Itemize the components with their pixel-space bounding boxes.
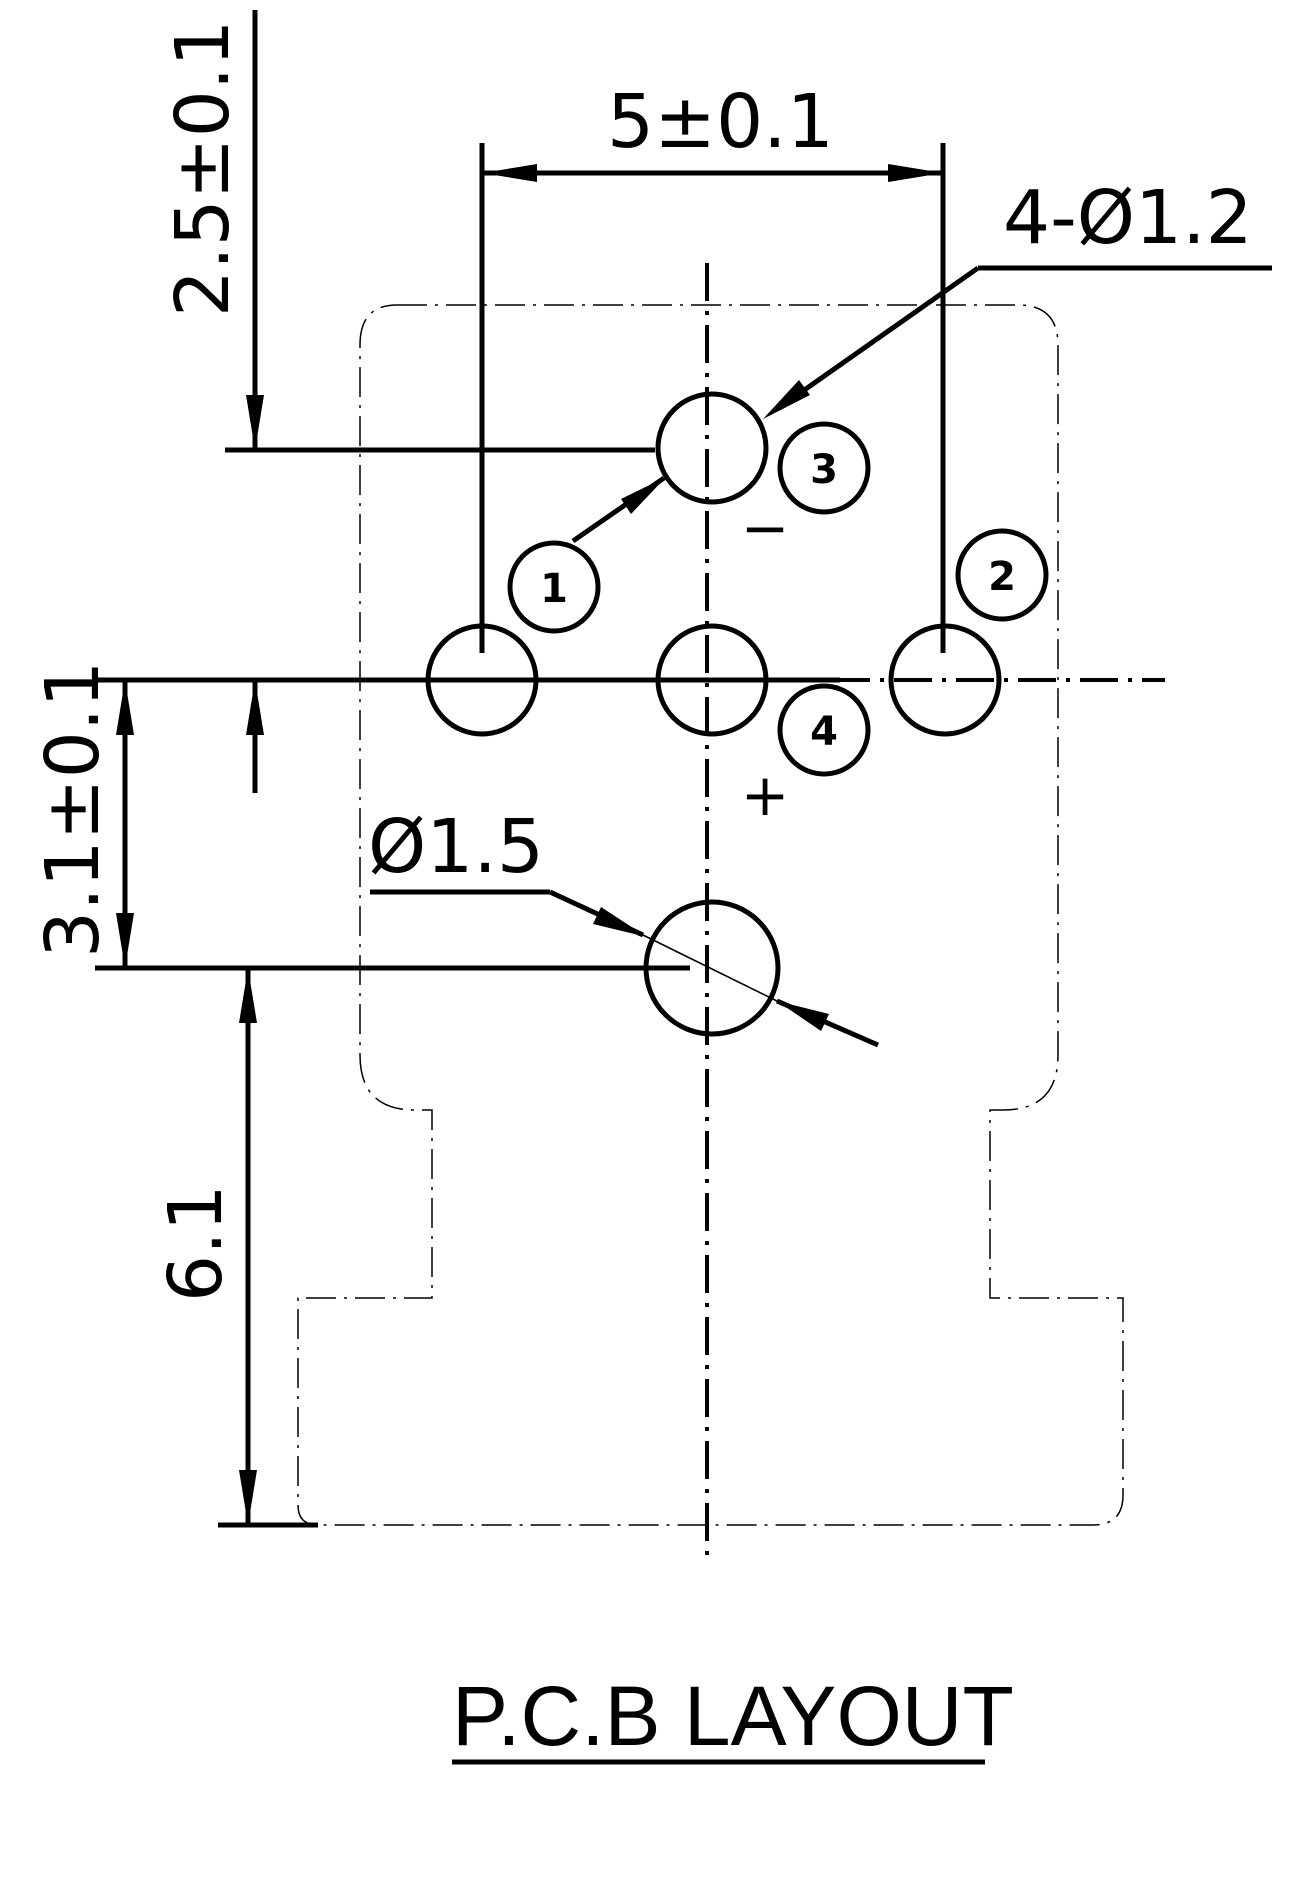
dim-middle-offset-label: 3.1±0.1 xyxy=(30,661,116,958)
dim-pin-holes-label: 4-Ø1.2 xyxy=(1003,175,1253,261)
pin-hole-1 xyxy=(425,623,539,737)
arrow-top-offset-down xyxy=(246,395,264,450)
polarity-plus: + xyxy=(741,761,790,829)
pin-tag-2: 2 xyxy=(988,554,1016,600)
pin-hole-2 xyxy=(888,623,1002,737)
pin-hole-3 xyxy=(655,391,769,505)
pin-tag-3-circle xyxy=(777,421,871,515)
arrow-pin-holes xyxy=(763,380,810,419)
leader-mount-through xyxy=(642,934,778,1002)
pin-hole-4 xyxy=(655,623,769,737)
arrow-mount-out xyxy=(777,1001,829,1031)
leader-pin-holes xyxy=(781,265,980,408)
dim-bottom-offset-label: 6.1 xyxy=(153,1184,239,1302)
pin-tag-1-circle xyxy=(507,540,601,634)
arrow-pin1-to-hole xyxy=(621,477,666,514)
polarity-minus: − xyxy=(741,494,790,562)
drawing-title: P.C.B LAYOUT xyxy=(452,1669,1014,1763)
dim-mount-hole-label: Ø1.5 xyxy=(368,804,544,890)
pin-tag-3: 3 xyxy=(810,447,838,493)
dim-top-offset-label: 2.5±0.1 xyxy=(160,20,246,317)
arrow-bottom-offset-down xyxy=(239,1470,257,1525)
component-outline xyxy=(297,304,1124,1526)
arrow-bottom-offset-up xyxy=(239,968,257,1023)
dim-pitch-label: 5±0.1 xyxy=(607,79,834,165)
arrow-mount-in xyxy=(593,907,647,937)
arrow-pitch-left xyxy=(482,164,537,182)
arrow-middle-offset-down xyxy=(116,913,134,968)
pin-tag-1: 1 xyxy=(540,566,568,612)
pin-tag-4-circle xyxy=(777,683,871,777)
arrow-top-offset-up xyxy=(246,680,264,735)
pin-tag-4: 4 xyxy=(810,709,838,755)
arrow-middle-offset-up xyxy=(116,680,134,735)
pin-tag-2-circle xyxy=(955,528,1049,622)
arrow-pitch-right xyxy=(888,164,943,182)
mount-hole xyxy=(643,899,781,1037)
